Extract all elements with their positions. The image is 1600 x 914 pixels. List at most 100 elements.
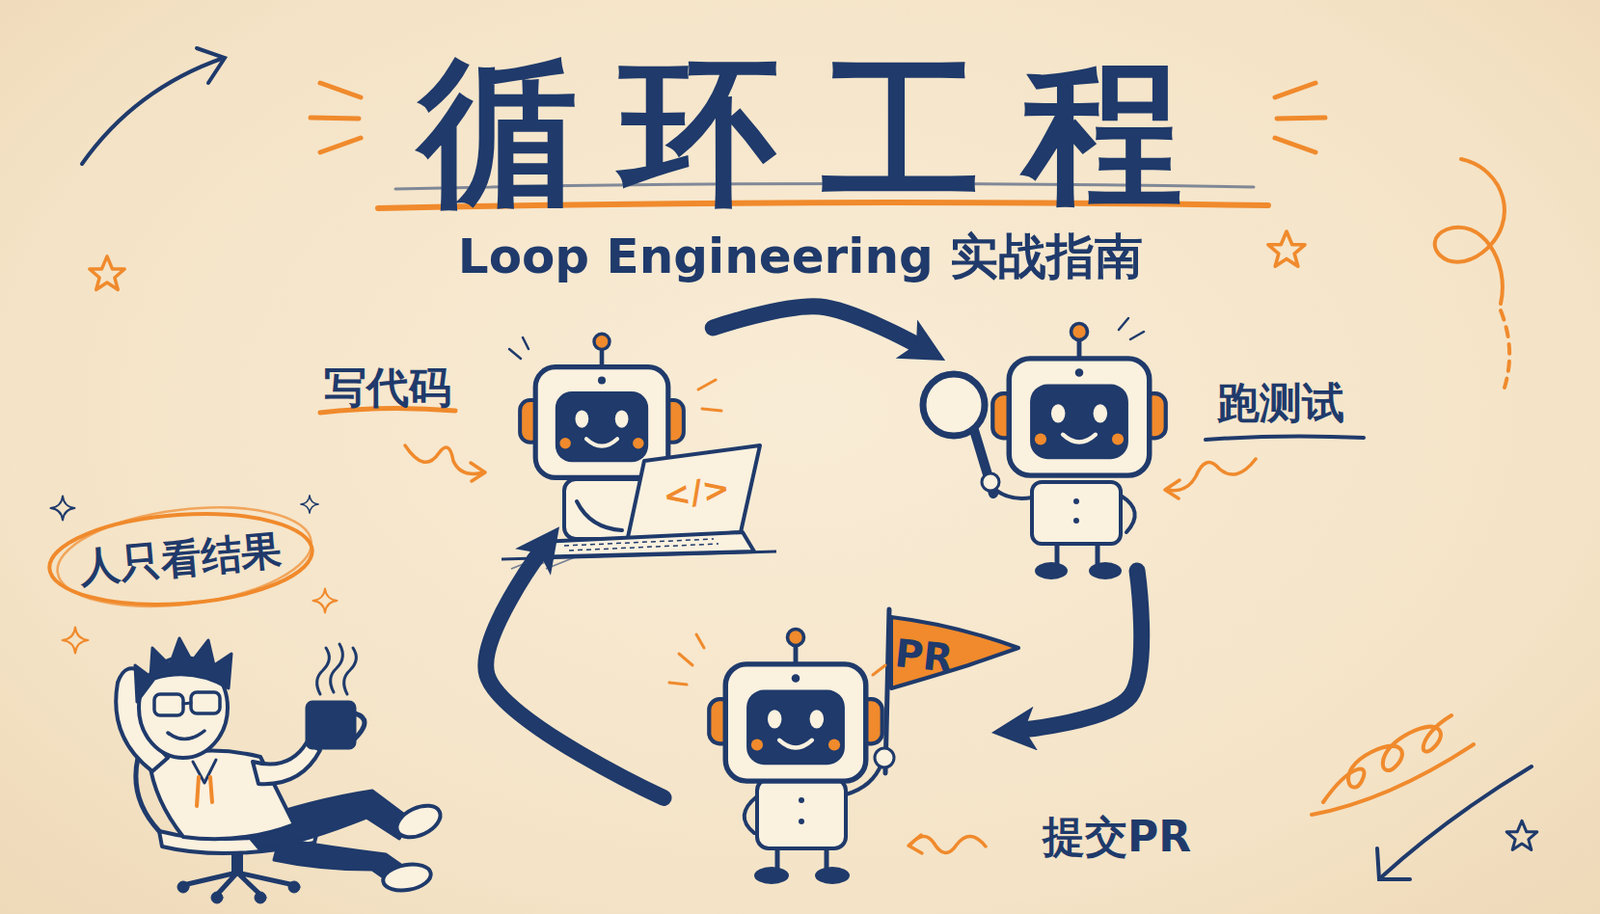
title-dashes: [320, 82, 361, 98]
testing-robot: [1031, 482, 1121, 544]
coding-robot: [522, 337, 529, 350]
title-dashes: [320, 137, 361, 153]
corner-arrow: [81, 57, 224, 164]
sparkle-doodle: [62, 627, 89, 654]
pointer-squiggle: [470, 462, 486, 482]
pointer-squiggle: [405, 445, 486, 482]
pr-robot: [669, 682, 687, 685]
pr-robot: [754, 867, 789, 885]
pointer-squiggle: [1165, 480, 1180, 499]
coding-robot: [511, 557, 575, 570]
title-dashes: [310, 117, 359, 119]
relaxed-person: [190, 692, 220, 714]
pointer-squiggle: [908, 835, 923, 854]
sparkle-doodle: [300, 495, 319, 514]
swirl-doodle: [1435, 159, 1510, 388]
relaxed-person: [154, 694, 184, 716]
step-label: 写代码: [305, 362, 470, 413]
title-dashes: [1276, 117, 1326, 119]
relaxed-person: [391, 799, 445, 844]
coding-robot: [564, 539, 719, 551]
relaxed-person: [196, 777, 199, 807]
pr-robot: [696, 634, 705, 649]
testing-robot: [981, 473, 1000, 491]
flag-text: PR: [877, 627, 972, 683]
title-dashes: [1274, 82, 1316, 98]
coding-robot: [501, 333, 777, 570]
subtitle-text: Loop Engineering 实战指南: [289, 227, 1312, 286]
testing-robot: [1073, 498, 1080, 505]
coding-robot: [702, 408, 722, 411]
testing-robot: [1118, 318, 1129, 330]
cycle-arrow: [1022, 570, 1142, 731]
pr-robot: [798, 818, 805, 825]
sparkle-doodle: [51, 496, 76, 521]
pointer-squiggle: [908, 835, 986, 854]
pointer-squiggle: [405, 445, 485, 475]
corner-arrow: [1377, 848, 1411, 880]
relaxed-person: [210, 777, 213, 803]
coding-robot: [509, 337, 529, 359]
relaxed-person: [115, 638, 445, 904]
cycle-arrow: [712, 306, 919, 347]
corner-arrow: [1377, 766, 1532, 880]
result-ellipse: 人只看结果: [43, 509, 319, 610]
relaxed-person: [254, 892, 267, 904]
testing-robot: [922, 318, 1167, 580]
title-dashes: [1274, 137, 1316, 153]
cycle-arrow: [486, 551, 664, 798]
star-doodle: [1506, 820, 1538, 850]
corner-arrow: [196, 48, 225, 83]
testing-robot: [1130, 331, 1144, 340]
pr-robot: [669, 634, 886, 685]
swirl-doodle: [1311, 744, 1474, 815]
relaxed-person: [306, 702, 355, 749]
coding-robot: [698, 379, 716, 390]
code-step: 写代码: [528, 327, 775, 552]
test-step: 跑测试: [918, 325, 1167, 571]
coding-robot: [528, 532, 755, 558]
coding-robot: [519, 333, 684, 478]
relaxed-person: [192, 759, 217, 784]
pr-robot: [669, 609, 1019, 885]
relaxed-person: [380, 861, 434, 895]
pr-robot: [814, 867, 850, 885]
relaxed-person: [183, 703, 191, 705]
coding-robot: [698, 379, 722, 411]
relaxed-person: [317, 644, 357, 695]
step-label: 跑测试: [1193, 378, 1368, 429]
relaxed-person: [167, 731, 205, 740]
relaxed-person: [183, 872, 295, 895]
step-label: 提交PR: [1025, 812, 1209, 863]
corner-arrow: [81, 48, 225, 164]
testing-robot: [1034, 562, 1068, 580]
testing-robot: [1073, 517, 1080, 524]
sparkle-doodle: [313, 589, 338, 614]
pr-step: 提交PR: [663, 607, 1023, 880]
coding-robot: [509, 349, 521, 359]
testing-robot: [992, 323, 1166, 476]
label-underline: [1205, 435, 1364, 440]
testing-robot: [922, 374, 985, 436]
title-text: 循环工程: [270, 50, 1331, 215]
pr-robot: [798, 797, 805, 804]
pr-robot: [708, 628, 882, 782]
testing-robot: [1118, 318, 1144, 340]
swirl-doodle: [1435, 159, 1505, 304]
testing-robot: [993, 488, 1032, 499]
relaxed-person: [177, 881, 190, 894]
swirl-doodle: [1323, 715, 1452, 803]
pointer-squiggle: [1165, 459, 1256, 499]
pr-robot: [874, 748, 895, 768]
swirl-doodle: [1311, 715, 1474, 815]
swirl-doodle: [1500, 310, 1510, 388]
pointer-squiggle: [910, 836, 986, 853]
star-doodle: [89, 256, 125, 291]
pr-robot: [757, 779, 846, 849]
relaxed-person: [211, 892, 223, 904]
star-doodle: [1268, 231, 1305, 267]
pr-robot: [872, 665, 886, 676]
